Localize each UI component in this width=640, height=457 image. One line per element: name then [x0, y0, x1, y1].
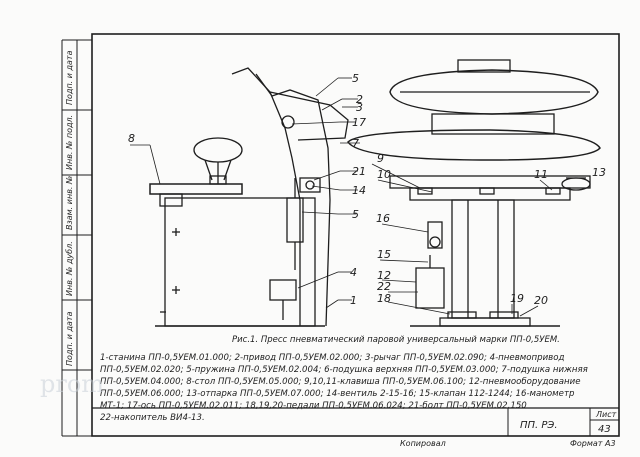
side-view-press [149, 67, 349, 327]
callout-4: 4 [350, 266, 357, 279]
side-label-5: Подп. и дата [65, 311, 74, 366]
callout-10: 10 [377, 168, 391, 181]
callout-21: 21 [352, 165, 366, 178]
document-code: ПП. РЭ. [520, 420, 558, 431]
side-stamp-labels: Подп. и дата Инв. № подл. Взам. инв. № И… [65, 50, 74, 366]
callout-13: 13 [592, 166, 606, 179]
callout-15: 15 [377, 248, 391, 261]
callout-numbers: 5 2 3 17 7 21 14 5 4 1 8 9 10 11 13 16 1… [128, 72, 606, 307]
callout-18: 18 [377, 292, 391, 305]
sheet-frame [61, 33, 620, 437]
callout-5: 5 [352, 208, 359, 221]
parts-list-line-3: ПП-0,5УЕМ.04.000; 8-стол ПП-0,5УЕМ.05.00… [100, 377, 581, 387]
callout-2: 2 [356, 93, 363, 106]
parts-list-line-2: ПП-0,5УЕМ.02.020; 5-пружина ПП-0,5УЕМ.02… [100, 365, 588, 375]
front-view-press [347, 59, 601, 327]
side-label-4: Инв. № дубл. [65, 241, 74, 296]
callout-16: 16 [376, 212, 390, 225]
callout-12: 12 [377, 269, 391, 282]
sheet-number: 43 [598, 424, 611, 435]
callout-22: 22 [377, 280, 391, 293]
callout-3: 3 [356, 101, 363, 114]
callout-20: 20 [534, 294, 548, 307]
side-label-1: Подп. и дата [65, 50, 74, 105]
figure-caption: Рис.1. Пресс пневматический паровой унив… [232, 335, 560, 345]
parts-list-line-5: МТ-1; 17-ось ПП-0,5УЕМ.02.011; 18,19,20-… [100, 401, 527, 411]
callout-19: 19 [510, 292, 524, 305]
callout-11: 11 [534, 168, 548, 181]
parts-list-line-4: ПП-0,5УЕМ.06.000; 13-отпарка ПП-0,5УЕМ.0… [100, 389, 575, 399]
parts-list-line-6: 22-накопитель ВИ4-13. [100, 413, 205, 423]
parts-list: 1-станина ПП-0,5УЕМ.01.000; 2-привод ПП-… [100, 353, 588, 423]
side-label-2: Инв. № подл. [65, 115, 74, 170]
callout-9: 9 [377, 152, 384, 165]
callout-5-top: 5 [352, 72, 359, 85]
sheet-label: Лист [595, 410, 617, 419]
format-label: Формат А3 [570, 439, 616, 448]
callout-1: 1 [350, 294, 357, 307]
leader-lines [130, 77, 553, 317]
side-label-3: Взам. инв. № [65, 176, 74, 230]
callout-7: 7 [352, 137, 359, 150]
callout-17: 17 [352, 116, 366, 129]
copied-label: Копировал [400, 439, 446, 448]
callout-8: 8 [128, 132, 135, 145]
callout-14: 14 [352, 184, 366, 197]
title-block: Лист 43 ПП. РЭ. Копировал Формат А3 [400, 410, 617, 448]
parts-list-line-1: 1-станина ПП-0,5УЕМ.01.000; 2-привод ПП-… [100, 353, 564, 363]
watermark: prom [40, 370, 104, 398]
